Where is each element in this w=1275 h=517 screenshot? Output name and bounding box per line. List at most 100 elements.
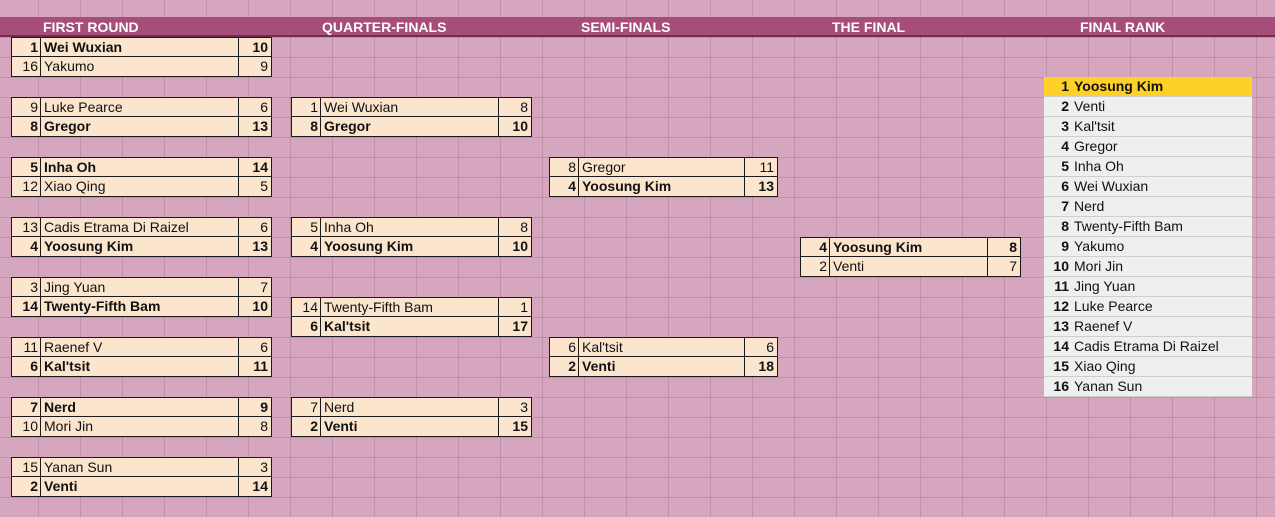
player-seed-cell[interactable]: 1 [30, 39, 38, 55]
player-name-cell[interactable]: Yakumo [40, 57, 238, 76]
player-score-cell[interactable]: 3 [238, 458, 271, 476]
rank-number-cell[interactable]: 15 [1053, 358, 1069, 374]
player-seed-cell[interactable]: 16 [22, 58, 38, 74]
rank-name-cell[interactable]: Nerd [1074, 198, 1105, 214]
rank-number-cell[interactable]: 3 [1061, 118, 1069, 134]
player-name-cell[interactable]: Twenty-Fifth Bam [40, 297, 238, 316]
player-score-cell[interactable]: 10 [498, 237, 531, 256]
player-seed-cell[interactable]: 11 [23, 339, 38, 355]
player-seed-cell[interactable]: 8 [568, 159, 576, 175]
player-seed-cell[interactable]: 1 [310, 99, 318, 115]
player-seed-cell[interactable]: 3 [30, 279, 38, 295]
player-name-cell[interactable]: Raenef V [40, 338, 238, 356]
rank-number-cell[interactable]: 4 [1061, 138, 1069, 154]
player-score-cell[interactable]: 13 [238, 237, 271, 256]
player-name-cell[interactable]: Kal'tsit [40, 357, 238, 376]
rank-name-cell[interactable]: Twenty-Fifth Bam [1074, 218, 1183, 234]
player-score-cell[interactable]: 5 [238, 177, 271, 196]
player-score-cell[interactable]: 7 [238, 278, 271, 296]
header-semi-finals[interactable]: SEMI-FINALS [581, 19, 671, 35]
player-seed-cell[interactable]: 8 [310, 118, 318, 134]
player-score-cell[interactable]: 18 [744, 357, 777, 376]
player-score-cell[interactable]: 6 [744, 338, 777, 356]
player-seed-cell[interactable]: 7 [30, 399, 38, 415]
rank-number-cell[interactable]: 10 [1053, 258, 1069, 274]
player-score-cell[interactable]: 6 [238, 338, 271, 356]
player-score-cell[interactable]: 9 [238, 57, 271, 76]
player-score-cell[interactable]: 6 [238, 218, 271, 236]
player-name-cell[interactable]: Yanan Sun [40, 458, 238, 476]
player-name-cell[interactable]: Yoosung Kim [578, 177, 744, 196]
player-score-cell[interactable]: 10 [238, 38, 271, 56]
player-score-cell[interactable]: 11 [238, 357, 271, 376]
rank-row[interactable]: 10 Mori Jin [1044, 257, 1252, 277]
player-seed-cell[interactable]: 10 [22, 418, 38, 434]
player-score-cell[interactable]: 11 [744, 158, 777, 176]
rank-name-cell[interactable]: Mori Jin [1074, 258, 1124, 274]
player-seed-cell[interactable]: 8 [30, 118, 38, 134]
player-score-cell[interactable]: 17 [498, 317, 531, 336]
player-seed-cell[interactable]: 9 [30, 99, 38, 115]
player-name-cell[interactable]: Yoosung Kim [40, 237, 238, 256]
player-score-cell[interactable]: 9 [238, 398, 271, 416]
header-first-round[interactable]: FIRST ROUND [43, 19, 139, 35]
player-seed-cell[interactable]: 14 [302, 299, 318, 315]
rank-name-cell[interactable]: Wei Wuxian [1074, 178, 1149, 194]
player-name-cell[interactable]: Yoosung Kim [320, 237, 498, 256]
player-score-cell[interactable]: 13 [744, 177, 777, 196]
player-score-cell[interactable]: 13 [238, 117, 271, 136]
rank-name-cell[interactable]: Inha Oh [1074, 158, 1124, 174]
player-score-cell[interactable]: 6 [238, 98, 271, 116]
player-seed-cell[interactable]: 7 [310, 399, 318, 415]
player-name-cell[interactable]: Inha Oh [40, 158, 238, 176]
rank-number-cell[interactable]: 6 [1061, 178, 1069, 194]
player-name-cell[interactable]: Mori Jin [40, 417, 238, 436]
rank-number-cell[interactable]: 2 [1061, 98, 1069, 114]
player-seed-cell[interactable]: 14 [22, 298, 38, 314]
player-name-cell[interactable]: Wei Wuxian [320, 98, 498, 116]
rank-number-cell[interactable]: 14 [1053, 338, 1069, 354]
player-seed-cell[interactable]: 4 [30, 238, 38, 254]
player-seed-cell[interactable]: 5 [30, 159, 38, 175]
player-seed-cell[interactable]: 2 [30, 478, 38, 494]
player-name-cell[interactable]: Venti [829, 257, 987, 276]
player-seed-cell[interactable]: 6 [568, 339, 576, 355]
player-score-cell[interactable]: 3 [498, 398, 531, 416]
rank-number-cell[interactable]: 13 [1053, 318, 1069, 334]
player-seed-cell[interactable]: 2 [819, 258, 827, 274]
rank-row[interactable]: 6 Wei Wuxian [1044, 177, 1252, 197]
player-name-cell[interactable]: Wei Wuxian [40, 38, 238, 56]
header-final-rank[interactable]: FINAL RANK [1080, 19, 1166, 35]
player-score-cell[interactable]: 8 [238, 417, 271, 436]
header-quarter-finals[interactable]: QUARTER-FINALS [322, 19, 447, 35]
player-seed-cell[interactable]: 6 [30, 358, 38, 374]
player-name-cell[interactable]: Gregor [320, 117, 498, 136]
player-score-cell[interactable]: 10 [498, 117, 531, 136]
rank-number-cell[interactable]: 1 [1061, 78, 1069, 94]
player-name-cell[interactable]: Xiao Qing [40, 177, 238, 196]
player-name-cell[interactable]: Jing Yuan [40, 278, 238, 296]
rank-name-cell[interactable]: Jing Yuan [1074, 278, 1136, 294]
rank-number-cell[interactable]: 12 [1053, 298, 1069, 314]
rank-number-cell[interactable]: 5 [1061, 158, 1069, 174]
player-seed-cell[interactable]: 15 [22, 459, 38, 475]
rank-name-cell[interactable]: Xiao Qing [1074, 358, 1136, 374]
rank-number-cell[interactable]: 9 [1061, 238, 1069, 254]
